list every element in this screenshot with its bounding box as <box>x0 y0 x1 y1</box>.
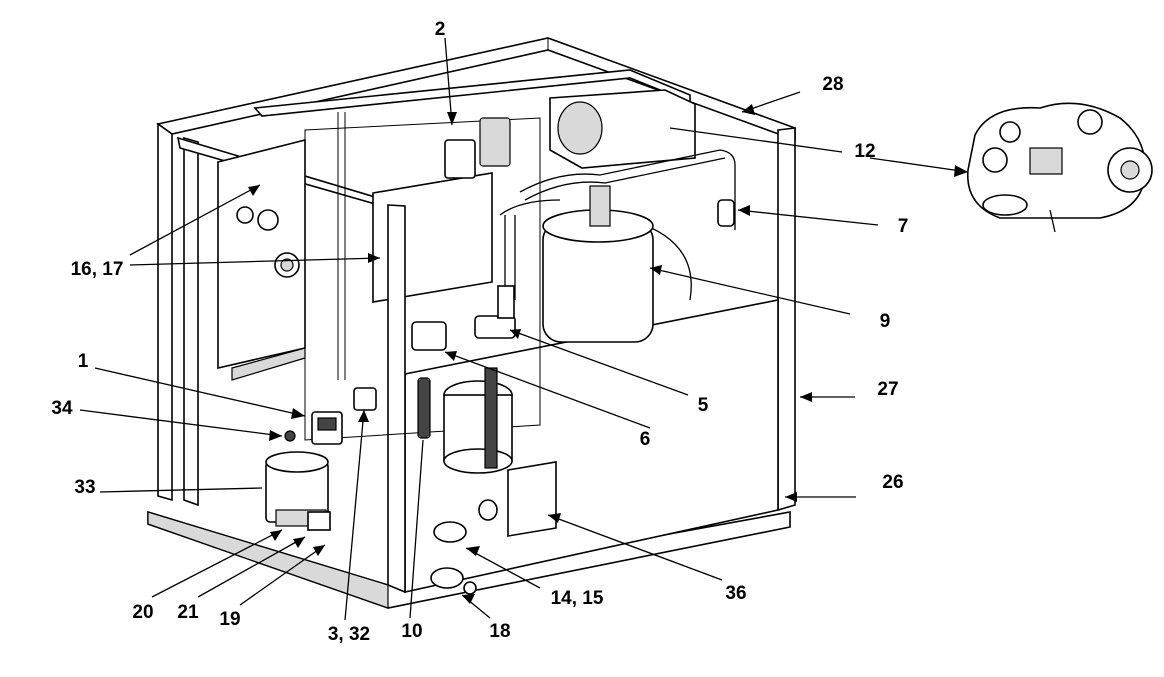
callout-3-32: 3, 32 <box>328 624 370 645</box>
callout-1: 1 <box>78 351 89 372</box>
callout-labels: 2 28 12 7 16, 17 9 1 27 5 34 6 26 33 36 … <box>51 19 908 645</box>
callout-12: 12 <box>854 141 875 162</box>
callout-9: 9 <box>880 311 891 332</box>
callout-21: 21 <box>177 602 199 623</box>
callout-28: 28 <box>822 74 843 95</box>
callout-18: 18 <box>489 621 510 642</box>
callout-7: 7 <box>898 216 909 237</box>
leader-lines <box>79 37 969 621</box>
callout-14-15: 14, 15 <box>551 588 604 609</box>
callout-5: 5 <box>698 395 709 416</box>
cabinet-frame <box>147 37 796 609</box>
callout-26: 26 <box>882 472 903 493</box>
components <box>236 89 736 595</box>
callout-10: 10 <box>401 621 422 642</box>
arrowheads <box>248 104 968 604</box>
callout-16-17: 16, 17 <box>71 259 124 280</box>
callout-27: 27 <box>877 379 898 400</box>
callout-36: 36 <box>725 583 746 604</box>
callout-34: 34 <box>51 398 73 419</box>
callout-6: 6 <box>640 429 651 450</box>
callout-19: 19 <box>219 609 240 630</box>
callout-33: 33 <box>74 477 95 498</box>
callout-2: 2 <box>435 19 446 40</box>
inset-illustration <box>967 102 1153 233</box>
callout-20: 20 <box>132 602 153 623</box>
